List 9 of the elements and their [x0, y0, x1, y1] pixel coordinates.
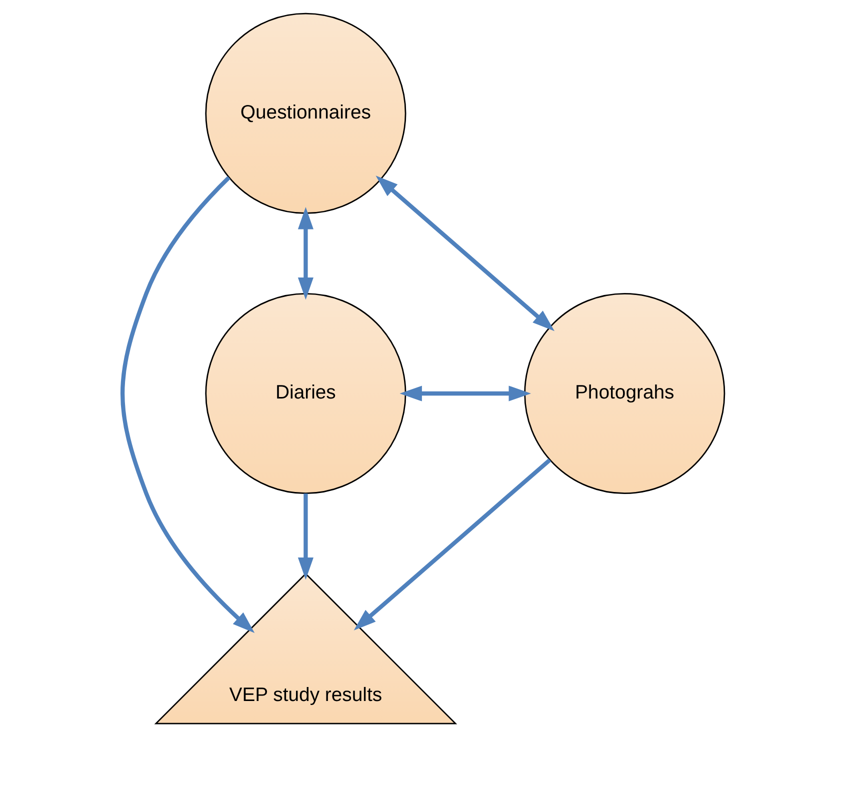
arrow — [399, 386, 530, 402]
arrow — [120, 176, 254, 634]
node-circle: Questionnaires — [204, 12, 406, 214]
arrow — [353, 458, 551, 630]
arrow — [297, 207, 313, 300]
node-circle: Diaries — [204, 292, 406, 494]
arrow — [375, 176, 554, 332]
node-circle: Photograhs — [524, 292, 725, 494]
arrow — [297, 493, 313, 580]
